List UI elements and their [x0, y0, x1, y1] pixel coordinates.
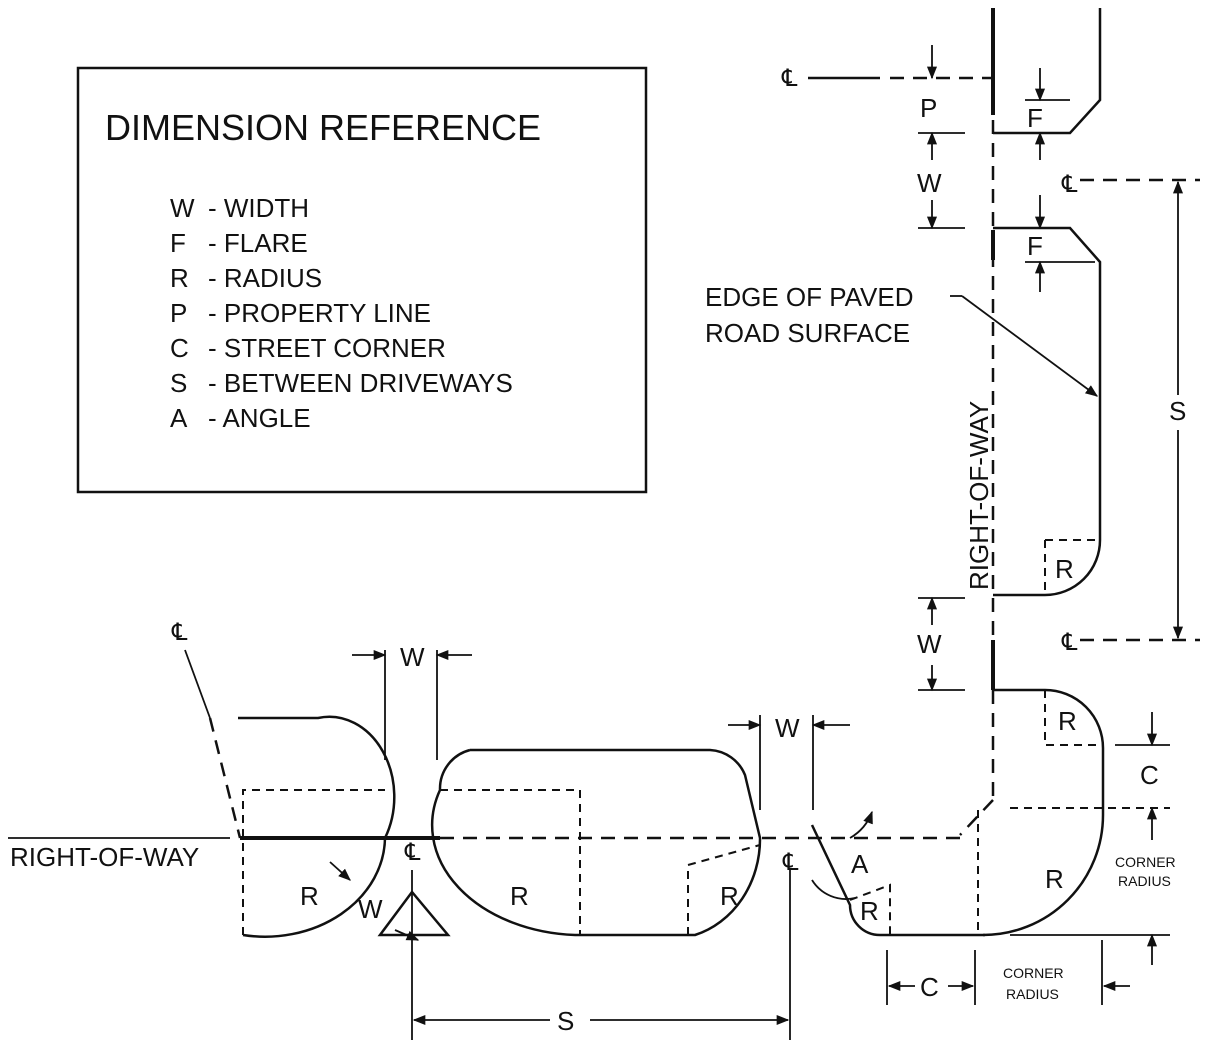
horizontal-right-of-way: RIGHT-OF-WAY: [8, 836, 960, 872]
c-label: C: [920, 972, 939, 1002]
f-dimension-lower: F: [1025, 195, 1095, 292]
p-label: P: [920, 93, 937, 123]
w-dimension-upper: W: [917, 168, 965, 230]
legend-key: A: [170, 403, 188, 433]
r-label: R: [1058, 706, 1077, 736]
center-parcel-edge: R R: [430, 748, 762, 937]
w-label: W: [358, 894, 383, 924]
corner-radius-label-line2: RADIUS: [1118, 873, 1171, 889]
legend-border: [76, 66, 648, 494]
legend-desc: - PROPERTY LINE: [208, 298, 431, 328]
center-driveway-marker: ℄ W: [358, 839, 451, 1040]
centerline-symbol: ℄: [781, 65, 798, 92]
f-dimension-upper: F: [1025, 68, 1070, 160]
legend-key: S: [170, 368, 187, 398]
legend-row: F - FLARE: [170, 228, 308, 258]
edge-of-paved-label: EDGE OF PAVED ROAD SURFACE: [705, 282, 1099, 397]
r-label: R: [1045, 864, 1064, 894]
a-label: A: [851, 849, 869, 879]
right-of-way-horizontal-label: RIGHT-OF-WAY: [10, 842, 199, 872]
angled-driveway-edge: A R ℄: [782, 810, 985, 937]
f-label: F: [1027, 103, 1043, 133]
corner-radius-label-line2: RADIUS: [1006, 986, 1059, 1002]
w-dimension-center: W: [728, 713, 850, 810]
centerline-symbol: ℄: [1061, 171, 1078, 198]
centerline-symbol: ℄: [1061, 629, 1078, 656]
s-dimension-vertical: S ℄ ℄: [1061, 171, 1200, 656]
w-dimension-middle: W: [917, 596, 965, 692]
property-line-top: ℄: [781, 65, 993, 92]
c-dimension-horizontal: C CORNER RADIUS: [886, 940, 1130, 1005]
legend-key: F: [170, 228, 186, 258]
r-label: R: [300, 881, 319, 911]
legend-row: R - RADIUS: [170, 263, 322, 293]
c-label: C: [1140, 760, 1159, 790]
legend-desc: - RADIUS: [208, 263, 322, 293]
legend-desc: - BETWEEN DRIVEWAYS: [208, 368, 513, 398]
c-dimension-vertical: C CORNER RADIUS: [1010, 712, 1176, 965]
centerline-symbol: ℄: [171, 619, 188, 646]
legend-row: S - BETWEEN DRIVEWAYS: [170, 368, 513, 398]
f-label: F: [1027, 231, 1043, 261]
centerline-symbol: ℄: [782, 849, 799, 876]
w-label: W: [400, 642, 425, 672]
legend-desc: - WIDTH: [208, 193, 309, 223]
vertical-road-edge: [959, 8, 1105, 937]
w-label: W: [917, 168, 942, 198]
legend-key: R: [170, 263, 189, 293]
legend-row: C - STREET CORNER: [170, 333, 446, 363]
w-label: W: [917, 629, 942, 659]
r-label: R: [1055, 554, 1074, 584]
legend-key: C: [170, 333, 189, 363]
r-label: R: [510, 881, 529, 911]
left-parcel-edge: R: [238, 715, 396, 938]
dimension-reference-legend: DIMENSION REFERENCE W - WIDTH F - FLARE …: [76, 66, 648, 494]
right-of-way-vertical-label: RIGHT-OF-WAY: [964, 401, 994, 590]
centerline-symbol: ℄: [404, 839, 421, 866]
p-dimension: P: [918, 45, 965, 160]
s-label: S: [557, 1006, 574, 1036]
legend-desc: - FLARE: [208, 228, 308, 258]
legend-desc: - STREET CORNER: [208, 333, 446, 363]
r-label: R: [720, 881, 739, 911]
corner-radius-label-line1: CORNER: [1115, 854, 1176, 870]
legend-row: A - ANGLE: [170, 403, 311, 433]
legend-key: P: [170, 298, 187, 328]
edge-label-line2: ROAD SURFACE: [705, 318, 910, 348]
s-dimension-horizontal: S: [412, 870, 791, 1040]
corner-radius-label-line1: CORNER: [1003, 965, 1064, 981]
legend-key: W: [170, 193, 195, 223]
edge-label-line1: EDGE OF PAVED: [705, 282, 914, 312]
legend-desc: - ANGLE: [208, 403, 311, 433]
left-property-line: ℄: [171, 619, 242, 839]
legend-row: P - PROPERTY LINE: [170, 298, 431, 328]
r-label: R: [860, 896, 879, 926]
s-label: S: [1169, 396, 1186, 426]
legend-row: W - WIDTH: [170, 193, 309, 223]
w-dimension-left: W: [352, 642, 472, 760]
w-label: W: [775, 713, 800, 743]
legend-title: DIMENSION REFERENCE: [105, 107, 541, 148]
